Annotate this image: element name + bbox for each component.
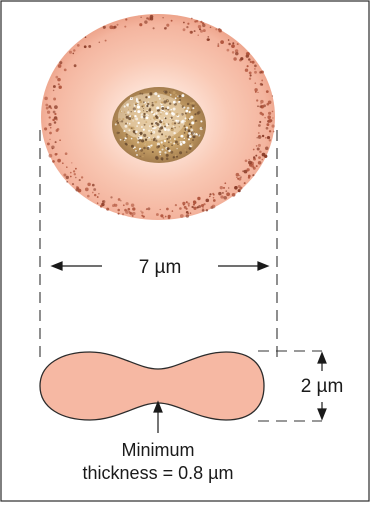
rbc-top-view	[41, 14, 275, 220]
diameter-label: 7 µm	[139, 257, 182, 278]
thickness-label: 2 µm	[301, 376, 344, 397]
minimum-label-line1: Minimum	[121, 440, 194, 460]
central-pallor	[112, 87, 206, 163]
minimum-label-line2: thickness = 0.8 µm	[83, 463, 234, 483]
